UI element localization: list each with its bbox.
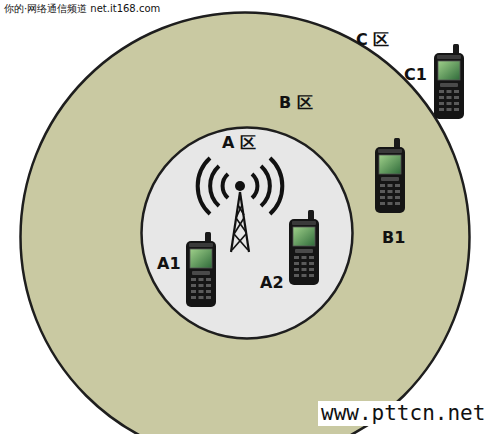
phone-icon <box>186 232 216 307</box>
zone-label: C 区 <box>356 31 389 49</box>
phone-icon <box>289 210 319 285</box>
region-label: B 区 <box>279 94 313 112</box>
watermark: 你的·网络通信频道 net.it168.com <box>4 3 160 14</box>
region-label: A 区 <box>222 134 256 152</box>
phone-icon <box>434 44 464 119</box>
device-label: A1 <box>157 255 181 273</box>
phone-icon <box>375 138 405 213</box>
device-label: C1 <box>404 66 427 84</box>
device-label: B1 <box>382 229 405 247</box>
device-label: A2 <box>260 274 284 292</box>
watermark: www.pttcn.net <box>318 401 488 426</box>
